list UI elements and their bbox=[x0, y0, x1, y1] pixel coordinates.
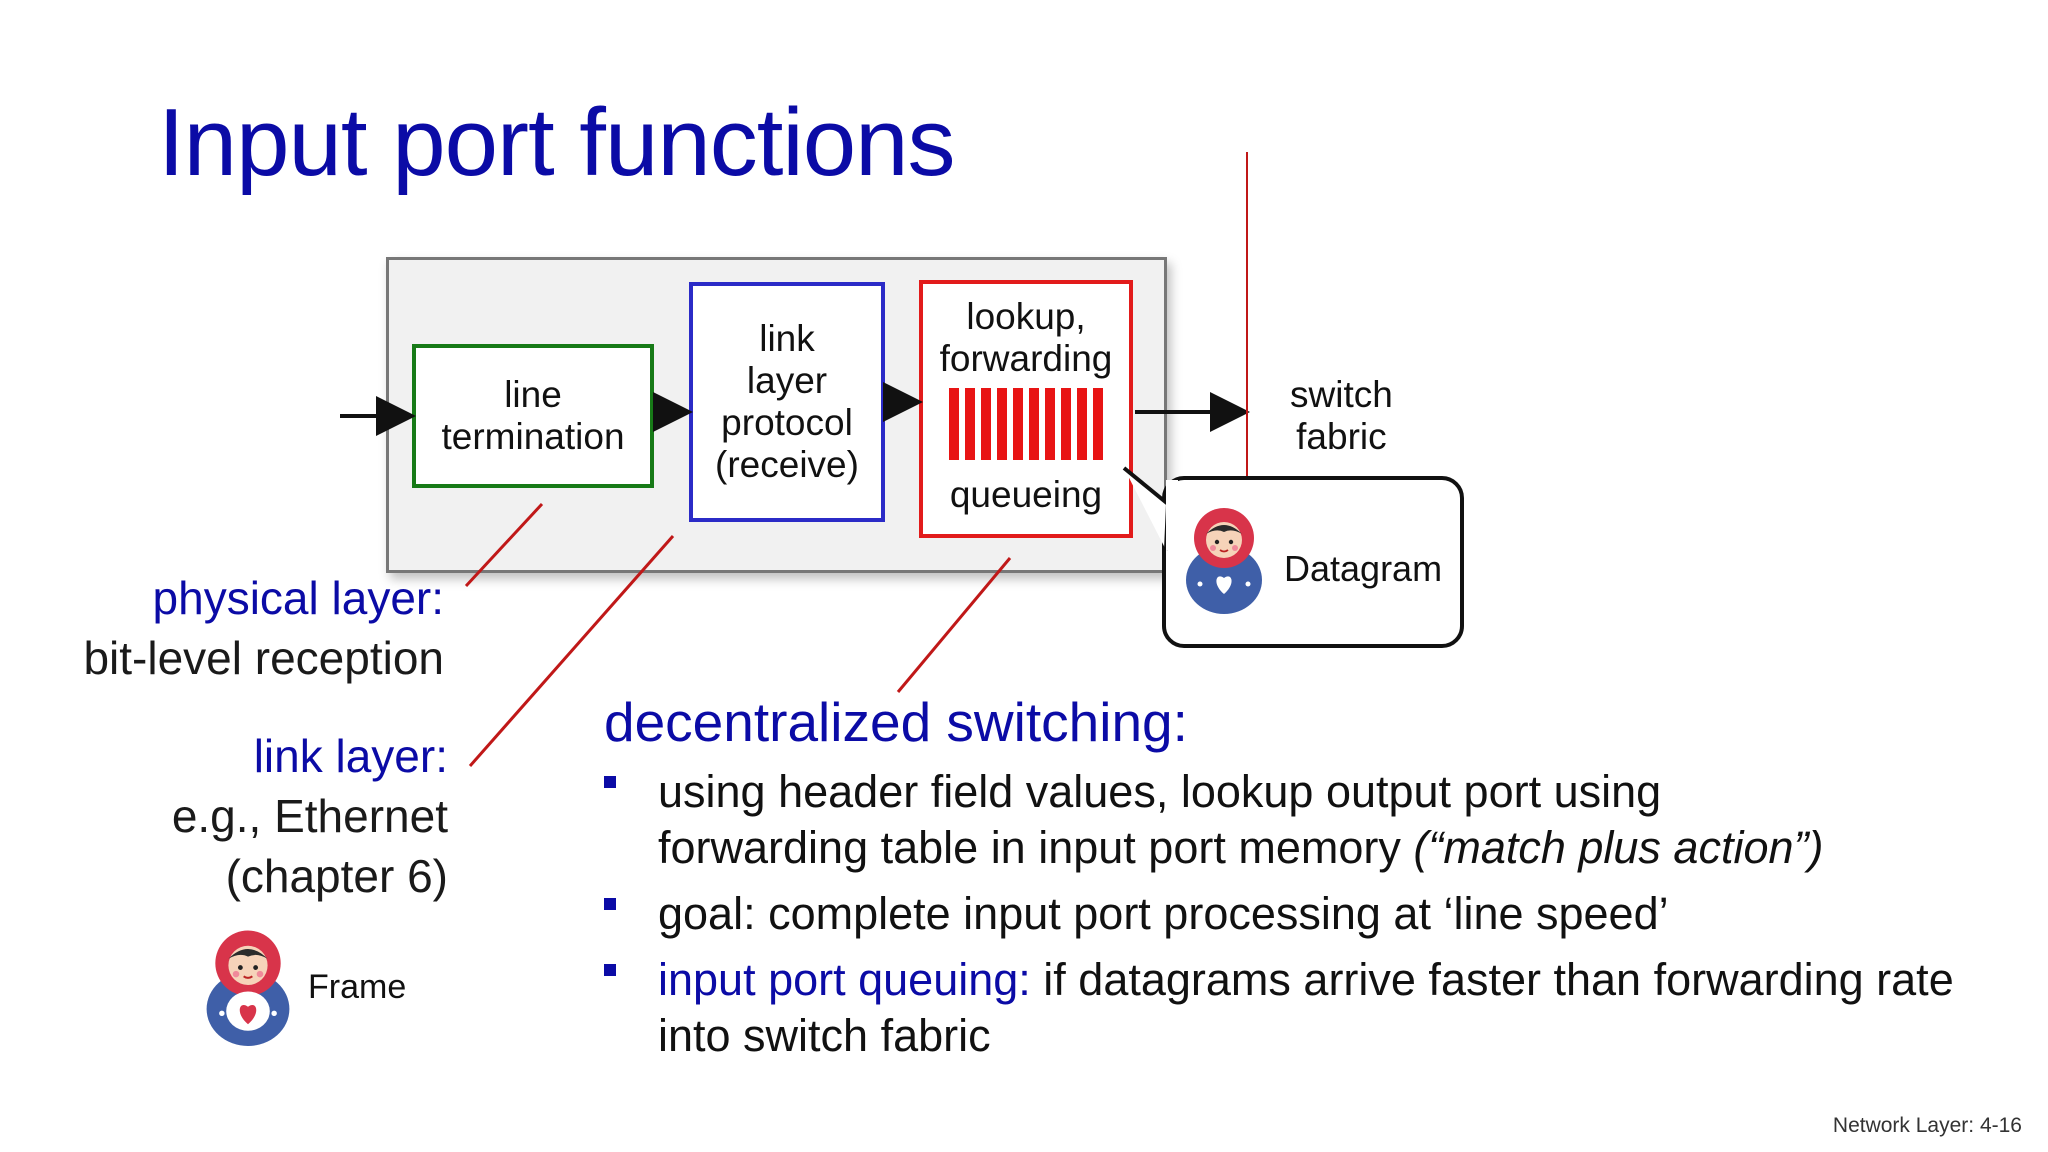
link-layer-desc-2: (chapter 6) bbox=[225, 850, 448, 902]
queue-bar bbox=[965, 388, 975, 460]
switch-fabric-label-1: switch bbox=[1290, 374, 1393, 415]
physical-layer-desc: bit-level reception bbox=[83, 632, 444, 684]
bullet3-text: if datagrams arrive faster than forwardi… bbox=[658, 954, 1954, 1061]
queue-bar bbox=[997, 388, 1007, 460]
link-layer-desc-1: e.g., Ethernet bbox=[171, 790, 448, 842]
matryoshka-doll-icon bbox=[206, 930, 290, 1046]
matryoshka-doll-icon bbox=[1186, 508, 1262, 614]
queue-bar bbox=[1013, 388, 1023, 460]
queue-bar bbox=[981, 388, 991, 460]
bullet1-line1: using header field values, lookup output… bbox=[658, 766, 1662, 817]
queue-bars bbox=[949, 388, 1103, 460]
link-protocol-label-1: link bbox=[759, 318, 815, 359]
lookup-label-1: lookup, bbox=[966, 296, 1086, 337]
physical-layer-pointer bbox=[464, 502, 544, 588]
lookup-forwarding-box: lookup, forwarding queueing bbox=[919, 280, 1133, 538]
lookup-pointer bbox=[896, 557, 1012, 693]
decentralized-switching-heading: decentralized switching: bbox=[604, 691, 1188, 753]
queue-bar bbox=[949, 388, 959, 460]
bullet1-line2: forwarding table in input port memory bbox=[658, 822, 1414, 873]
line-termination-box: line termination bbox=[412, 344, 654, 488]
queue-bar bbox=[1093, 388, 1103, 460]
bullet-item: using header field values, lookup output… bbox=[604, 764, 2024, 876]
bullet-list: using header field values, lookup output… bbox=[604, 764, 2024, 1074]
queue-bar bbox=[1029, 388, 1039, 460]
bullet-marker bbox=[604, 776, 616, 788]
link-layer-pointer bbox=[468, 535, 675, 767]
queueing-label: queueing bbox=[949, 474, 1103, 515]
link-layer-heading: link layer: bbox=[253, 730, 448, 782]
slide-footer: Network Layer: 4-16 bbox=[1832, 1114, 2022, 1137]
link-protocol-label-2: layer bbox=[746, 360, 828, 401]
link-protocol-label-3: protocol bbox=[721, 402, 853, 443]
frame-label: Frame bbox=[308, 968, 407, 1006]
physical-layer-heading: physical layer: bbox=[152, 572, 444, 624]
queue-bar bbox=[1045, 388, 1055, 460]
line-termination-label-2: termination bbox=[441, 416, 625, 457]
bullet1-italic: (“match plus action”) bbox=[1413, 822, 1824, 873]
slide-title: Input port functions bbox=[158, 89, 956, 196]
bullet2-text: goal: complete input port processing at … bbox=[658, 888, 1669, 939]
switch-fabric-label: switch fabric bbox=[1290, 374, 1393, 458]
queue-bar bbox=[1077, 388, 1087, 460]
queue-bar bbox=[1061, 388, 1071, 460]
line-termination-label-1: line bbox=[504, 374, 562, 415]
switch-fabric-label-2: fabric bbox=[1296, 416, 1387, 457]
bullet-item: goal: complete input port processing at … bbox=[604, 886, 2024, 942]
datagram-label: Datagram bbox=[1284, 548, 1443, 589]
bullet-marker bbox=[604, 898, 616, 910]
link-layer-label: link layer: e.g., Ethernet (chapter 6) bbox=[172, 726, 448, 906]
lookup-label-2: forwarding bbox=[939, 338, 1113, 379]
physical-layer-label: physical layer: bit-level reception bbox=[83, 568, 444, 688]
link-protocol-label-4: (receive) bbox=[715, 444, 859, 485]
bullet-item: input port queuing: if datagrams arrive … bbox=[604, 952, 2024, 1064]
bullet-marker bbox=[604, 964, 616, 976]
callout-tail bbox=[1122, 466, 1178, 551]
bullet3-term: input port queuing: bbox=[658, 954, 1031, 1005]
